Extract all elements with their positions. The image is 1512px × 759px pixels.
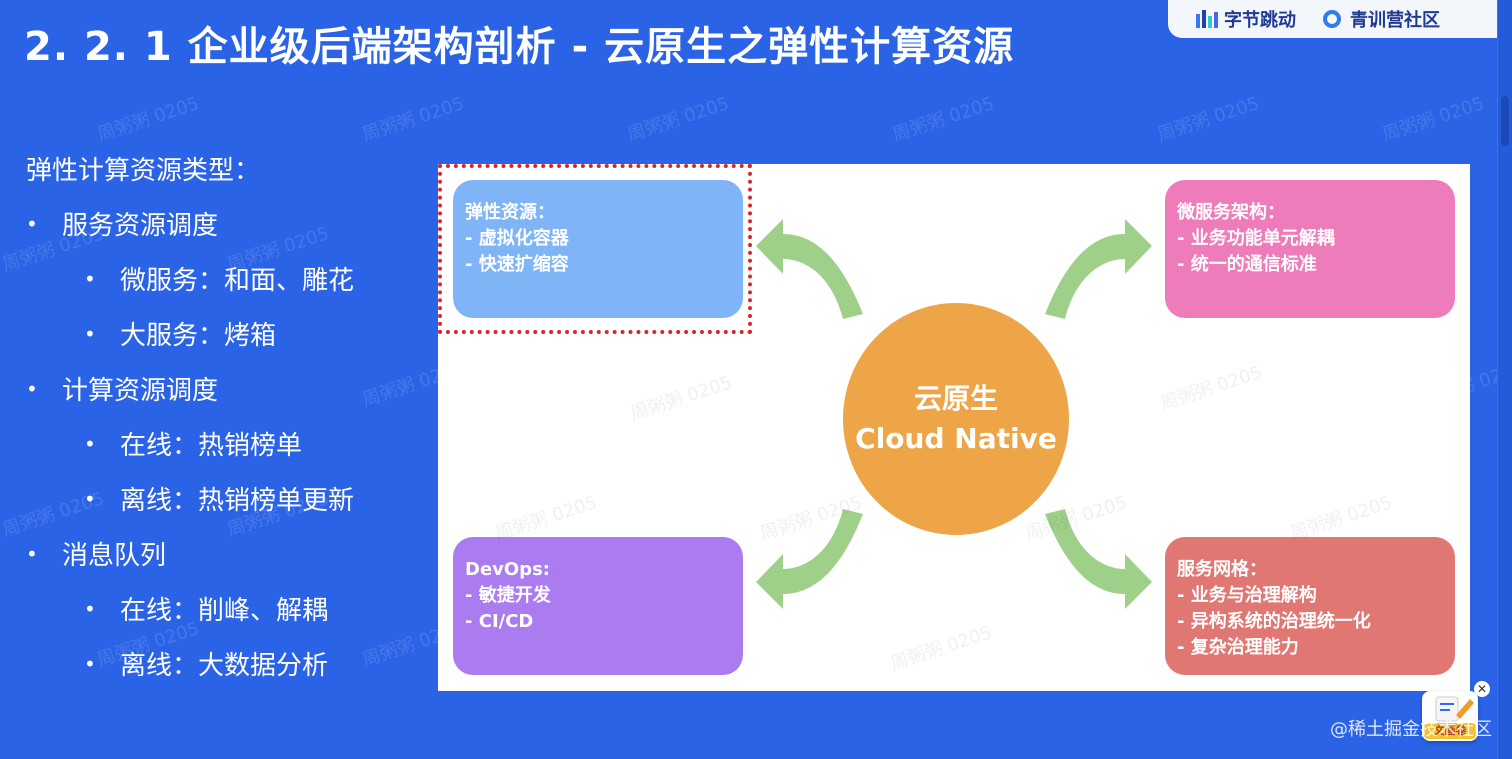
list-item-text: 在线：削峰、解耦: [120, 596, 329, 626]
card-title: DevOps:: [465, 559, 550, 580]
highlight-dotted-frame: [438, 164, 752, 334]
card-line: - 异构系统的治理统一化: [1177, 611, 1371, 632]
card-title: 弹性资源：: [465, 202, 555, 223]
card-line: - 快速扩缩容: [465, 254, 569, 275]
bullet-dot-icon: •: [26, 211, 38, 236]
list-subitem: • 在线：热销榜单: [26, 425, 354, 462]
arrow-to-microservice: [1045, 219, 1152, 319]
list-subitem: • 在线：削峰、解耦: [26, 590, 354, 627]
bullet-dot-icon: •: [84, 321, 96, 346]
bullet-dot-icon: •: [84, 651, 96, 676]
center-title-cn: 云原生: [913, 382, 998, 415]
bytedance-label: 字节跳动: [1224, 10, 1296, 31]
bullet-dot-icon: •: [84, 266, 96, 291]
vertical-scrollbar[interactable]: [1497, 0, 1512, 759]
slide-title: 2. 2. 1 企业级后端架构剖析 - 云原生之弹性计算资源: [24, 24, 1015, 70]
card-line: - 统一的通信标准: [1177, 254, 1317, 275]
list-item: • 服务资源调度: [26, 205, 354, 242]
list-item-text: 消息队列: [62, 541, 167, 571]
scrollbar-thumb[interactable]: [1501, 96, 1509, 146]
card-title: 服务网格：: [1177, 559, 1267, 580]
list-item-text: 大服务：烤箱: [120, 321, 277, 351]
list-heading: 弹性计算资源类型：: [26, 156, 261, 186]
card-line: - 复杂治理能力: [1177, 637, 1299, 658]
watermark: 周粥粥 0205: [94, 93, 202, 146]
devops-card: DevOps: - 敏捷开发 - CI/CD: [453, 537, 743, 675]
juejin-activity-badge[interactable]: 文画卷: [1422, 691, 1478, 741]
bullet-dot-icon: •: [84, 596, 96, 621]
juejin-label: @稀土掘金技术社区: [1330, 719, 1492, 740]
list-item-text: 在线：热销榜单: [120, 431, 303, 461]
card-line: - 业务与治理解构: [1177, 585, 1317, 606]
bullet-dot-icon: •: [84, 486, 96, 511]
bytedance-brand: 字节跳动: [1196, 6, 1296, 32]
camp-label: 青训营社区: [1350, 10, 1440, 31]
card-line: - 业务功能单元解耦: [1177, 228, 1335, 249]
card-line: - 虚拟化容器: [465, 228, 569, 249]
list-item-text: 服务资源调度: [62, 211, 219, 241]
arrow-to-devops: [756, 509, 863, 609]
watermark: 周粥粥 0205: [1154, 93, 1262, 146]
list-subitem: • 微服务：和面、雕花: [26, 260, 354, 297]
arrow-to-elastic: [756, 219, 863, 319]
list-subitem: • 离线：大数据分析: [26, 645, 354, 682]
camp-logo-icon: [1322, 10, 1344, 28]
microservice-card: 微服务架构： - 业务功能单元解耦 - 统一的通信标准: [1165, 180, 1455, 318]
card-title: 微服务架构：: [1177, 202, 1285, 223]
juejin-watermark: @稀土掘金技术社区: [1330, 715, 1492, 741]
diagram-arrows: [756, 219, 1152, 609]
bullet-dot-icon: •: [26, 376, 38, 401]
card-line: - CI/CD: [465, 611, 534, 632]
center-title-en: Cloud Native: [855, 422, 1057, 455]
list-item: • 消息队列: [26, 535, 354, 572]
list-item-text: 计算资源调度: [62, 376, 219, 406]
watermark: 周粥粥 0205: [1379, 93, 1487, 146]
cloud-native-center: 云原生 Cloud Native: [843, 303, 1069, 535]
pencil-icon: [1435, 696, 1474, 722]
list-item: • 计算资源调度: [26, 370, 354, 407]
camp-brand: 青训营社区: [1322, 6, 1440, 32]
resource-type-list: 弹性计算资源类型： • 服务资源调度 • 微服务：和面、雕花 • 大服务：烤箱 • 计算资源调…: [26, 150, 354, 700]
bullet-dot-icon: •: [26, 541, 38, 566]
watermark: 周粥粥 0205: [359, 93, 467, 146]
brand-bar: 字节跳动 青训营社区: [1168, 0, 1512, 38]
list-subitem: • 离线：热销榜单更新: [26, 480, 354, 517]
list-subitem: • 大服务：烤箱: [26, 315, 354, 352]
cloud-native-diagram: 弹性资源： - 虚拟化容器 - 快速扩缩容 微服务架构： - 业务功能单元解耦 …: [438, 164, 1470, 691]
watermark: 周粥粥 0205: [889, 93, 997, 146]
list-item-text: 微服务：和面、雕花: [120, 266, 355, 296]
list-item-text: 离线：热销榜单更新: [120, 486, 355, 516]
service-mesh-card: 服务网格： - 业务与治理解构 - 异构系统的治理统一化 - 复杂治理能力: [1165, 537, 1455, 675]
badge-tag: 文画卷: [1424, 723, 1476, 739]
watermark: 周粥粥 0205: [624, 93, 732, 146]
elastic-resource-card: 弹性资源： - 虚拟化容器 - 快速扩缩容: [453, 180, 743, 318]
bytedance-logo-icon: [1196, 10, 1218, 28]
list-item-text: 离线：大数据分析: [120, 651, 329, 681]
card-line: - 敏捷开发: [465, 585, 551, 606]
arrow-to-mesh: [1045, 509, 1152, 609]
bullet-dot-icon: •: [84, 431, 96, 456]
close-icon[interactable]: ✕: [1474, 681, 1490, 697]
